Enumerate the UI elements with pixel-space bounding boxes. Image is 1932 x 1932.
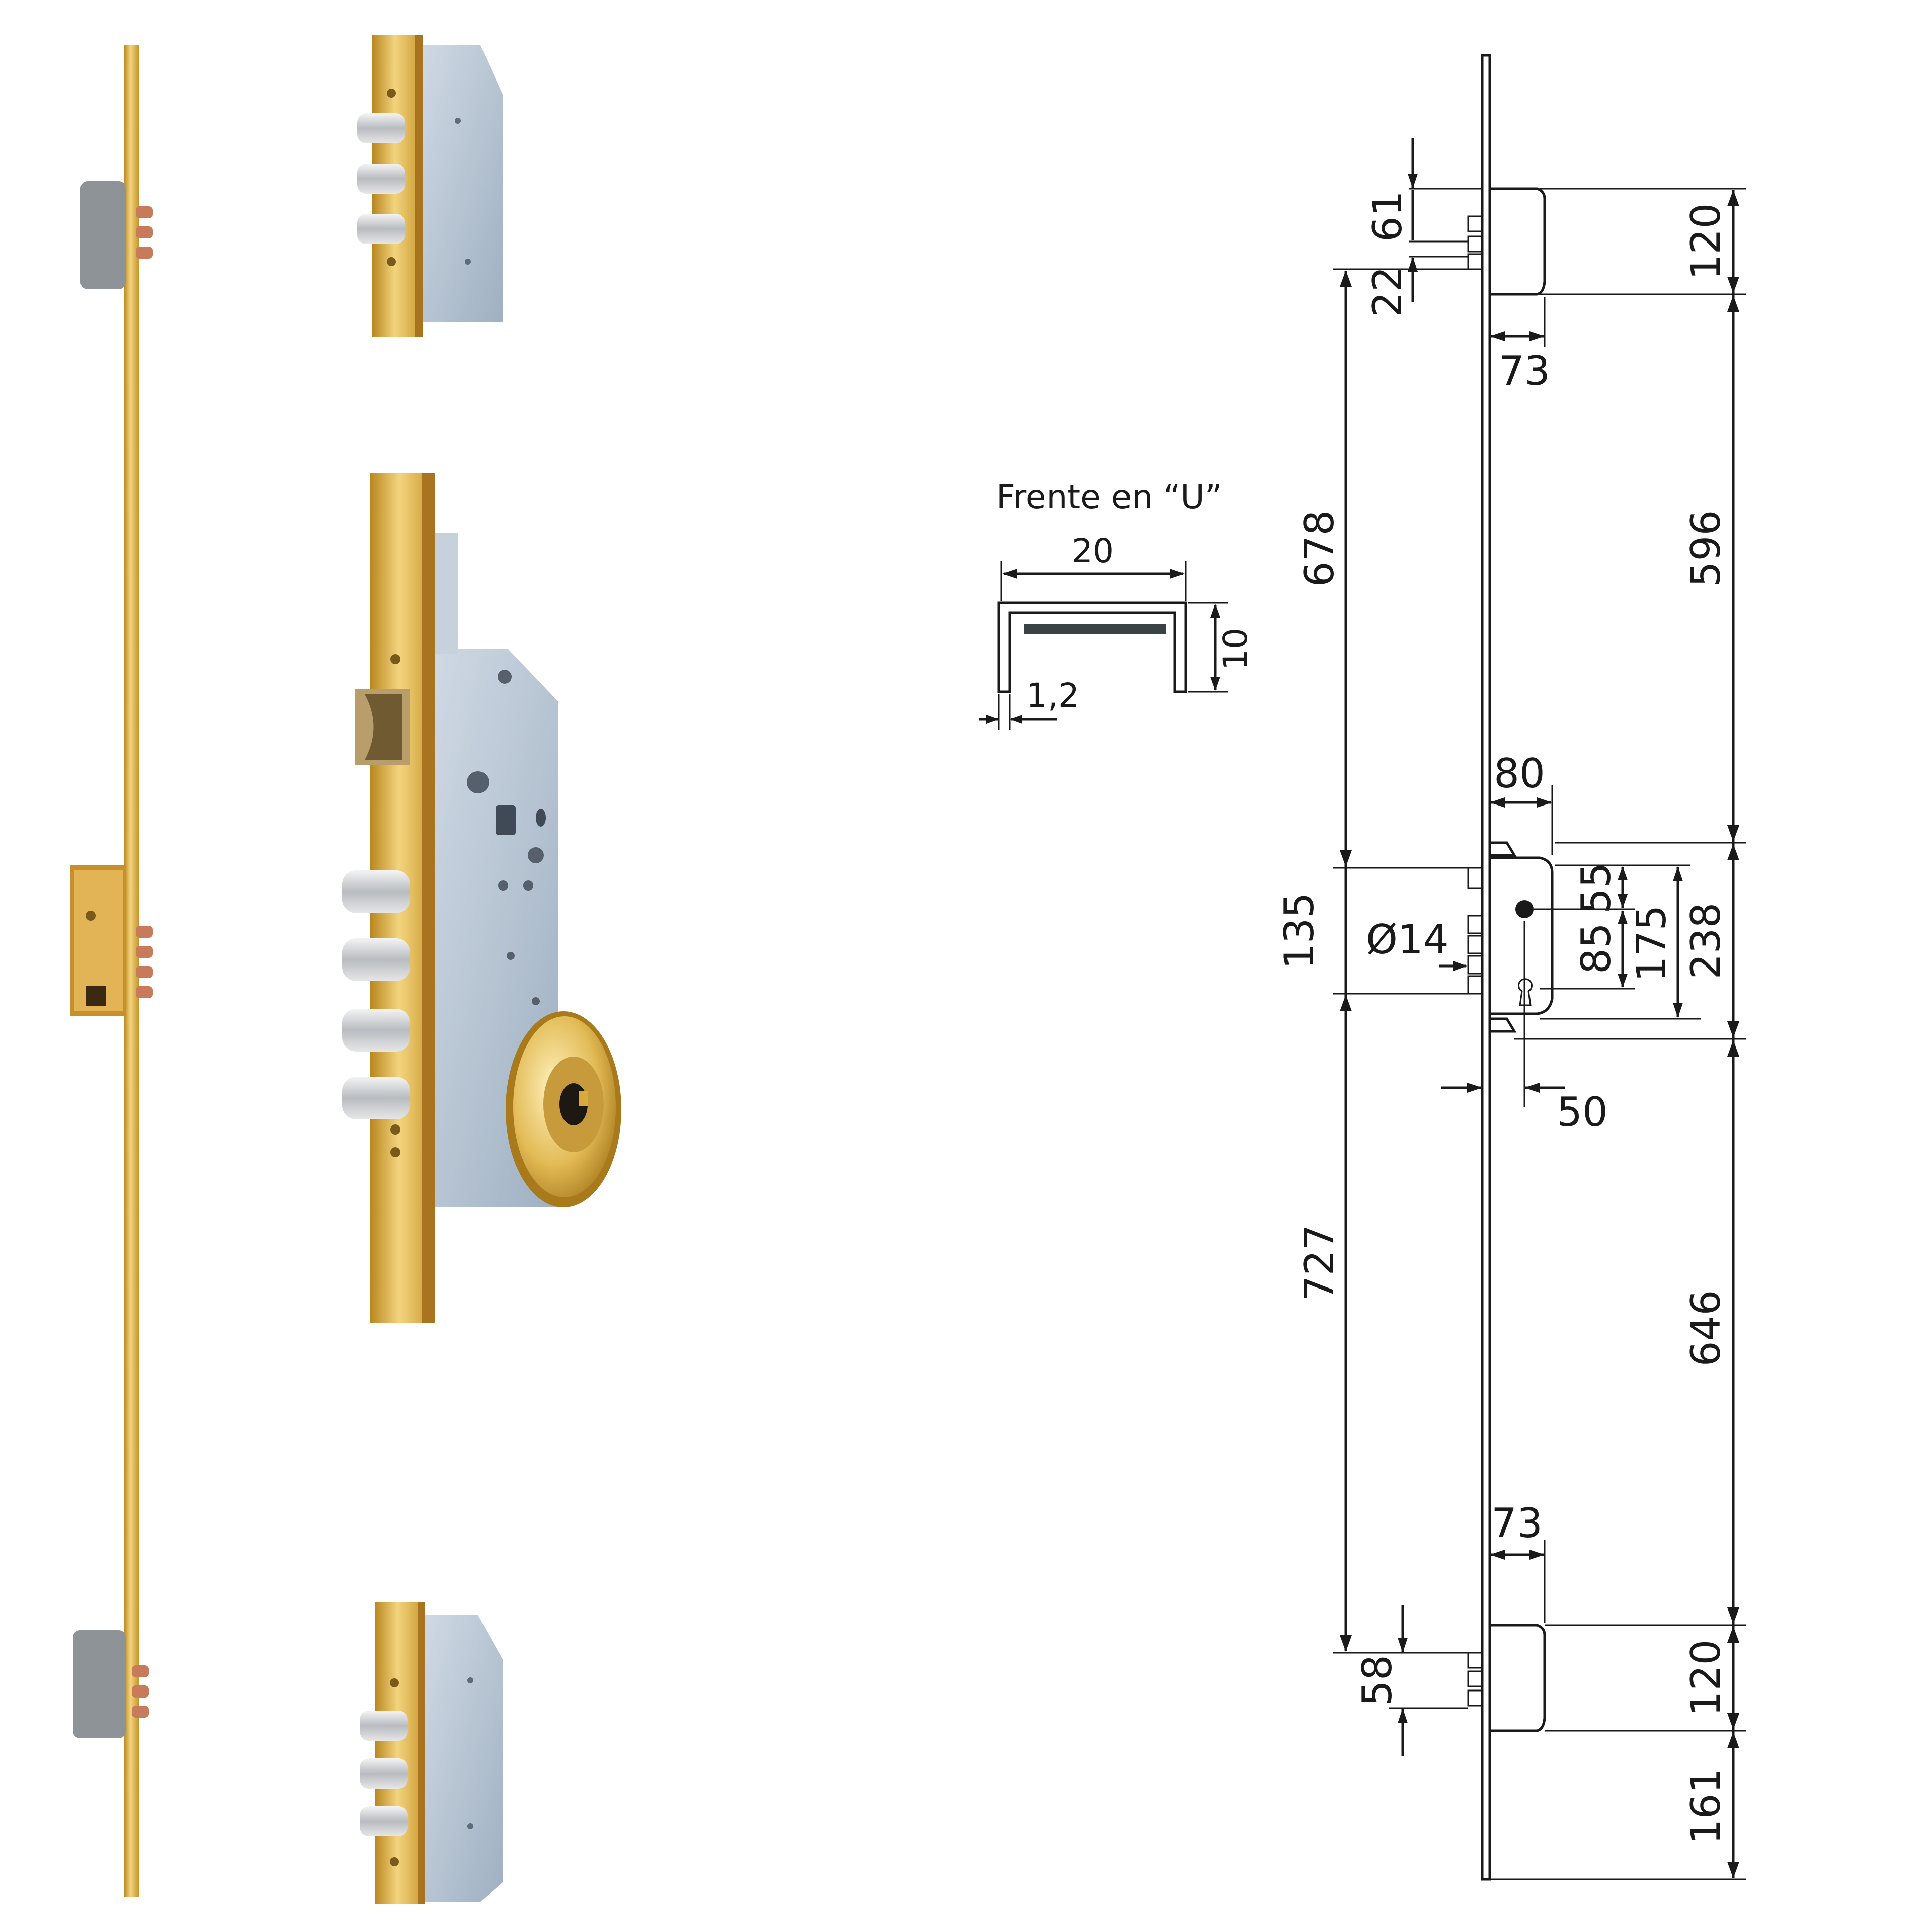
- dim-top-bolt-spacing: 22: [1364, 266, 1411, 317]
- bottom-keeper-detail-photo: [360, 1602, 503, 1904]
- faceplate-outline: [1481, 54, 1491, 1881]
- keyhole: [1518, 978, 1533, 1006]
- dim-pin-diameter: Ø14: [1366, 916, 1449, 963]
- right-dimension-chain: 120 596 238 646 120 161: [1490, 188, 1746, 1880]
- dim-85: 85: [1573, 923, 1620, 974]
- dim-bottom-lock-offset: 58: [1354, 1655, 1401, 1706]
- top-bolt-dims: 61 22: [1364, 138, 1482, 317]
- dim-bottom-lock-depth: 73: [1491, 1500, 1543, 1547]
- dim-top-to-main: 678: [1296, 510, 1343, 587]
- spindle-dims: 55 85 175: [1534, 862, 1701, 1020]
- backset-dim: 50: [1441, 921, 1608, 1136]
- technical-drawing: 120 596 238 646 120 161 678 135 727: [1276, 54, 1746, 1881]
- profile-height-label: 10: [1216, 628, 1255, 670]
- top-depth-dim: 73: [1490, 297, 1550, 394]
- profile-width-label: 20: [1072, 532, 1114, 571]
- dim-bottom-end: 161: [1682, 1768, 1729, 1845]
- bottom-depth-dim: 73: [1490, 1500, 1546, 1623]
- dim-top-lock-offset: 61: [1364, 191, 1411, 242]
- u-profile-outline: [997, 601, 1187, 693]
- main-lock-detail-photo: [342, 473, 621, 1323]
- dim-top-lock-height: 120: [1682, 203, 1729, 280]
- dim-238: 238: [1682, 903, 1729, 980]
- dim-175: 175: [1628, 905, 1675, 982]
- dim-top-lock-depth: 73: [1499, 348, 1550, 394]
- central-lock-photo: [70, 865, 153, 1016]
- lock-full-photo: [70, 45, 153, 1897]
- main-lock-drawing: [1467, 841, 1554, 1033]
- bottom-bolt-dims: 58: [1354, 1605, 1468, 1756]
- dim-main-to-bottom: 727: [1296, 1225, 1343, 1302]
- spindle-hole: [1515, 900, 1534, 918]
- pin-diameter-dim: Ø14: [1366, 916, 1467, 971]
- dim-bottom-lock-height: 120: [1682, 1640, 1729, 1717]
- dim-gap-top: 596: [1682, 510, 1729, 587]
- dim-55: 55: [1573, 862, 1620, 914]
- dim-backset-depth: 80: [1494, 750, 1545, 797]
- top-keeper-drawing: [1467, 187, 1546, 296]
- profile-thickness-label: 1,2: [1026, 676, 1079, 715]
- u-profile-drawing: Frente en “U” 20 10 1,2: [979, 477, 1255, 730]
- backset-depth-dim: 80: [1490, 750, 1553, 855]
- top-keeper-detail-photo: [357, 35, 503, 337]
- dim-backset: 50: [1557, 1089, 1608, 1136]
- profile-title: Frente en “U”: [996, 477, 1222, 516]
- dim-spindle-offset: 135: [1276, 893, 1323, 970]
- left-dimension-chain: 678 135 727: [1276, 268, 1482, 1654]
- dim-gap-bottom: 646: [1682, 1290, 1729, 1367]
- top-keeper-photo: [80, 181, 153, 289]
- bottom-keeper-photo: [73, 1630, 149, 1738]
- bottom-keeper-drawing: [1467, 1624, 1546, 1732]
